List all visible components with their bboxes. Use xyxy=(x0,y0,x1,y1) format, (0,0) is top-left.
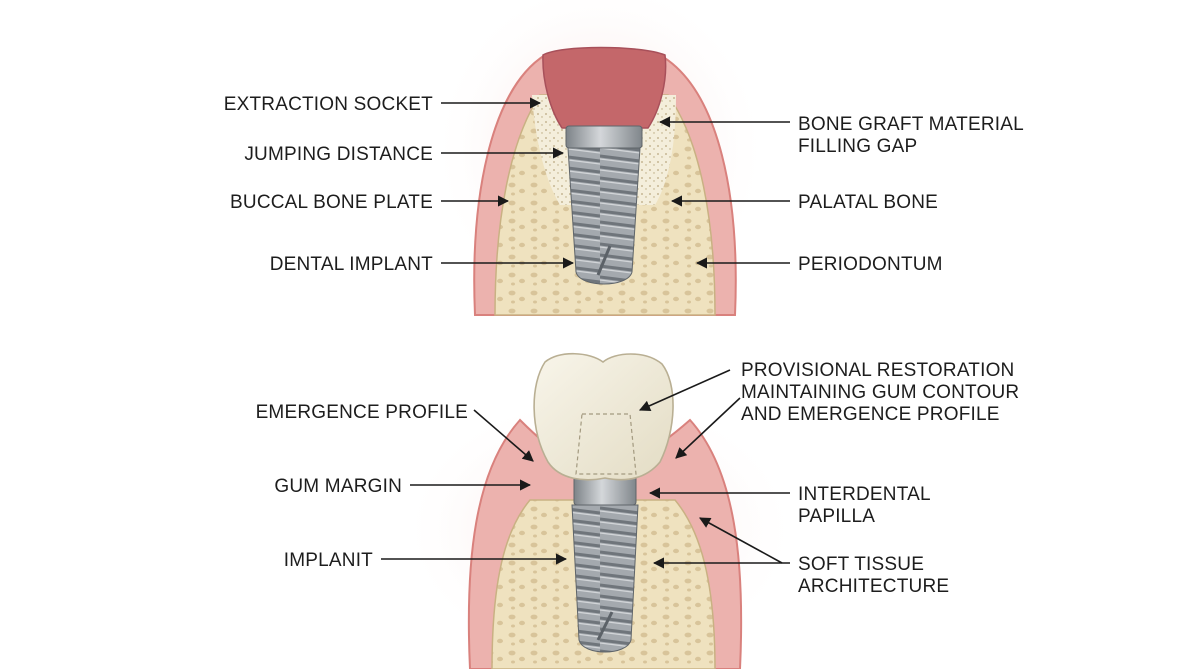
label-palatal-bone: PALATAL BONE xyxy=(798,192,938,213)
top-implant-collar xyxy=(565,125,643,149)
bottom-implant-body xyxy=(571,504,639,653)
top-implant-body xyxy=(567,147,641,285)
label-soft-tissue-architecture: SOFT TISSUE ARCHITECTURE xyxy=(798,554,949,597)
label-interdental-papilla: INTERDENTAL PAPILLA xyxy=(798,484,936,527)
bottom-illustration xyxy=(400,352,800,669)
label-jumping-distance: JUMPING DISTANCE xyxy=(244,144,433,165)
bottom-labels: EMERGENCE PROFILE GUM MARGIN IMPLANIT PR… xyxy=(256,360,1025,597)
label-extraction-socket: EXTRACTION SOCKET xyxy=(224,94,433,115)
top-extraction-socket xyxy=(542,46,667,129)
leader-provisional-crown xyxy=(638,369,731,412)
label-emergence-profile: EMERGENCE PROFILE xyxy=(256,402,468,423)
top-illustration xyxy=(430,0,770,325)
top-implant-apex-cut xyxy=(596,245,612,276)
label-bone-graft-material: BONE GRAFT MATERIAL FILLING GAP xyxy=(798,114,1029,157)
leader-soft-tissue-1 xyxy=(699,517,783,564)
label-dental-implant: DENTAL IMPLANT xyxy=(270,254,433,275)
bottom-abutment-outline xyxy=(575,413,637,475)
label-buccal-bone-plate: BUCCAL BONE PLATE xyxy=(230,192,433,213)
bottom-provisional-crown xyxy=(533,352,674,481)
bottom-implant-apex-cut xyxy=(596,611,614,641)
label-periodontum: PERIODONTUM xyxy=(798,254,943,275)
label-implant: IMPLANIT xyxy=(284,550,373,571)
label-gum-margin: GUM MARGIN xyxy=(274,476,402,497)
top-labels: EXTRACTION SOCKET JUMPING DISTANCE BUCCA… xyxy=(224,94,1029,275)
label-provisional-restoration: PROVISIONAL RESTORATION MAINTAINING GUM … xyxy=(741,360,1025,425)
leader-provisional-gum xyxy=(675,397,741,459)
leader-emergence-profile xyxy=(473,409,534,462)
